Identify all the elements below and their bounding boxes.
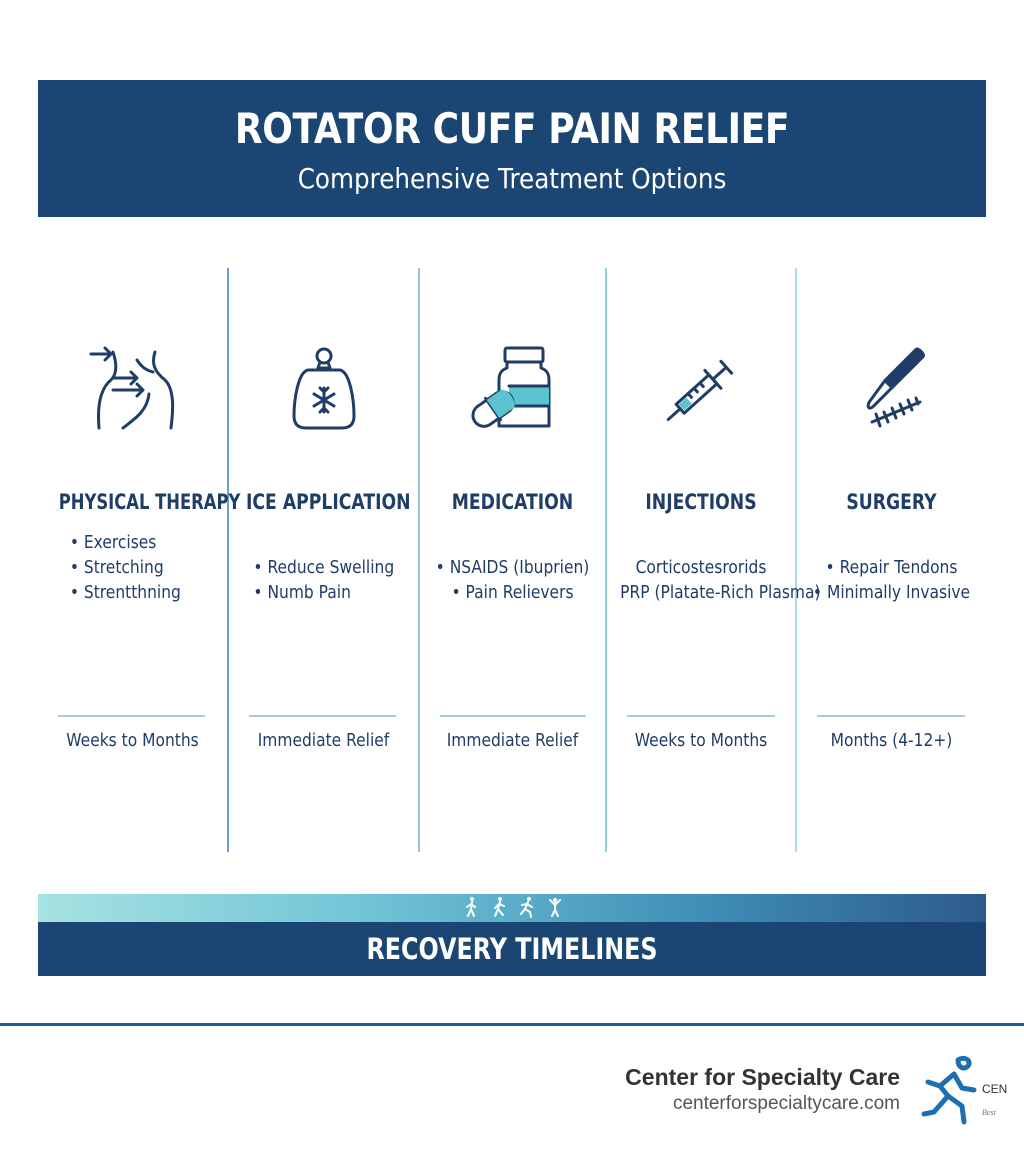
treatment-heading: ICE APPLICATION — [246, 490, 411, 514]
timeline-label: Months (4-12+) — [830, 730, 953, 751]
footer-brand: Center for Specialty Care centerforspeci… — [625, 1064, 900, 1115]
page-subtitle: Comprehensive Treatment Options — [297, 162, 727, 195]
column-divider — [795, 268, 797, 852]
treatment-ice-application: ICE APPLICATION • Reduce Swelling • Numb… — [229, 268, 418, 852]
timeline-label: Immediate Relief — [257, 730, 390, 751]
timeline-divider — [817, 715, 965, 717]
scalpel-icon — [842, 342, 942, 438]
timeline-label: Weeks to Months — [66, 730, 199, 751]
syringe-icon — [651, 342, 751, 438]
treatment-injections: INJECTIONS Corticostesrorids PRP (Platat… — [607, 268, 821, 852]
column-divider — [227, 268, 229, 852]
recovery-gradient — [38, 894, 986, 922]
column-divider — [418, 268, 420, 852]
treatment-list: • NSAIDS (Ibuprien) • Pain Relievers — [420, 555, 605, 605]
recovery-title: RECOVERY TIMELINES — [366, 932, 658, 966]
treatment-physical-therapy: PHYSICAL THERAPY • Exercises • Stretchin… — [38, 268, 241, 852]
footer-divider — [0, 1023, 1024, 1026]
recovery-banner: RECOVERY TIMELINES — [38, 894, 986, 976]
timeline-label: Weeks to Months — [634, 730, 768, 751]
pill-bottle-icon — [463, 342, 563, 438]
column-divider — [605, 268, 607, 852]
treatment-medication: MEDICATION • NSAIDS (Ibuprien) • Pain Re… — [420, 268, 605, 852]
treatment-list: • Reduce Swelling • Numb Pain — [229, 555, 418, 605]
timeline-divider — [627, 715, 775, 717]
treatment-heading: SURGERY — [846, 490, 937, 514]
treatment-heading: INJECTIONS — [645, 490, 757, 514]
logo-text: CEN — [982, 1082, 1008, 1096]
list-item: • Repair Tendons — [825, 557, 958, 578]
recovery-title-bar: RECOVERY TIMELINES — [38, 922, 986, 976]
treatment-heading: MEDICATION — [451, 490, 574, 514]
jumping-person-icon — [547, 896, 563, 918]
brand-url[interactable]: centerforspecialtycare.com — [672, 1093, 900, 1114]
list-item: • Minimally Invasive — [812, 582, 971, 603]
treatment-list: • Repair Tendons • Minimally Invasive — [797, 555, 986, 605]
recovery-icons — [448, 896, 578, 920]
list-item: • Exercises — [69, 532, 157, 553]
header-banner: ROTATOR CUFF PAIN RELIEF Comprehensive T… — [38, 80, 986, 217]
timeline-divider — [440, 715, 586, 717]
running-person-icon — [519, 896, 535, 918]
treatment-surgery: SURGERY • Repair Tendons • Minimally Inv… — [797, 268, 986, 852]
list-item: PRP (Platate-Rich Plasma) — [620, 582, 821, 603]
timeline-label: Immediate Relief — [446, 730, 579, 751]
running-figure-icon — [921, 1055, 977, 1125]
list-item: • Stretching — [69, 557, 164, 578]
brand-logo: CEN Best — [918, 1052, 1024, 1128]
walking-person-icon — [463, 896, 479, 918]
list-item: • Numb Pain — [253, 582, 351, 603]
timeline-divider — [249, 715, 396, 717]
brand-name: Center for Specialty Care — [625, 1064, 900, 1090]
treatment-heading: PHYSICAL THERAPY — [58, 490, 241, 514]
shoulder-arrows-icon — [83, 342, 183, 438]
ice-pack-icon — [274, 342, 374, 438]
treatment-list: • Exercises • Stretching • Strentthning — [38, 530, 227, 605]
treatment-list: Corticostesrorids PRP (Platate-Rich Plas… — [607, 555, 821, 605]
logo-tagline: Best — [982, 1108, 996, 1117]
timeline-divider — [58, 715, 205, 717]
page-title: ROTATOR CUFF PAIN RELIEF — [234, 104, 790, 153]
list-item: Corticostesrorids — [635, 557, 767, 578]
list-item: • Reduce Swelling — [253, 557, 395, 578]
list-item: • Pain Relievers — [451, 582, 574, 603]
treatment-columns: PHYSICAL THERAPY • Exercises • Stretchin… — [38, 268, 986, 852]
list-item: • Strentthning — [69, 582, 181, 603]
list-item: • NSAIDS (Ibuprien) — [435, 557, 590, 578]
walking-person-icon — [491, 896, 507, 918]
